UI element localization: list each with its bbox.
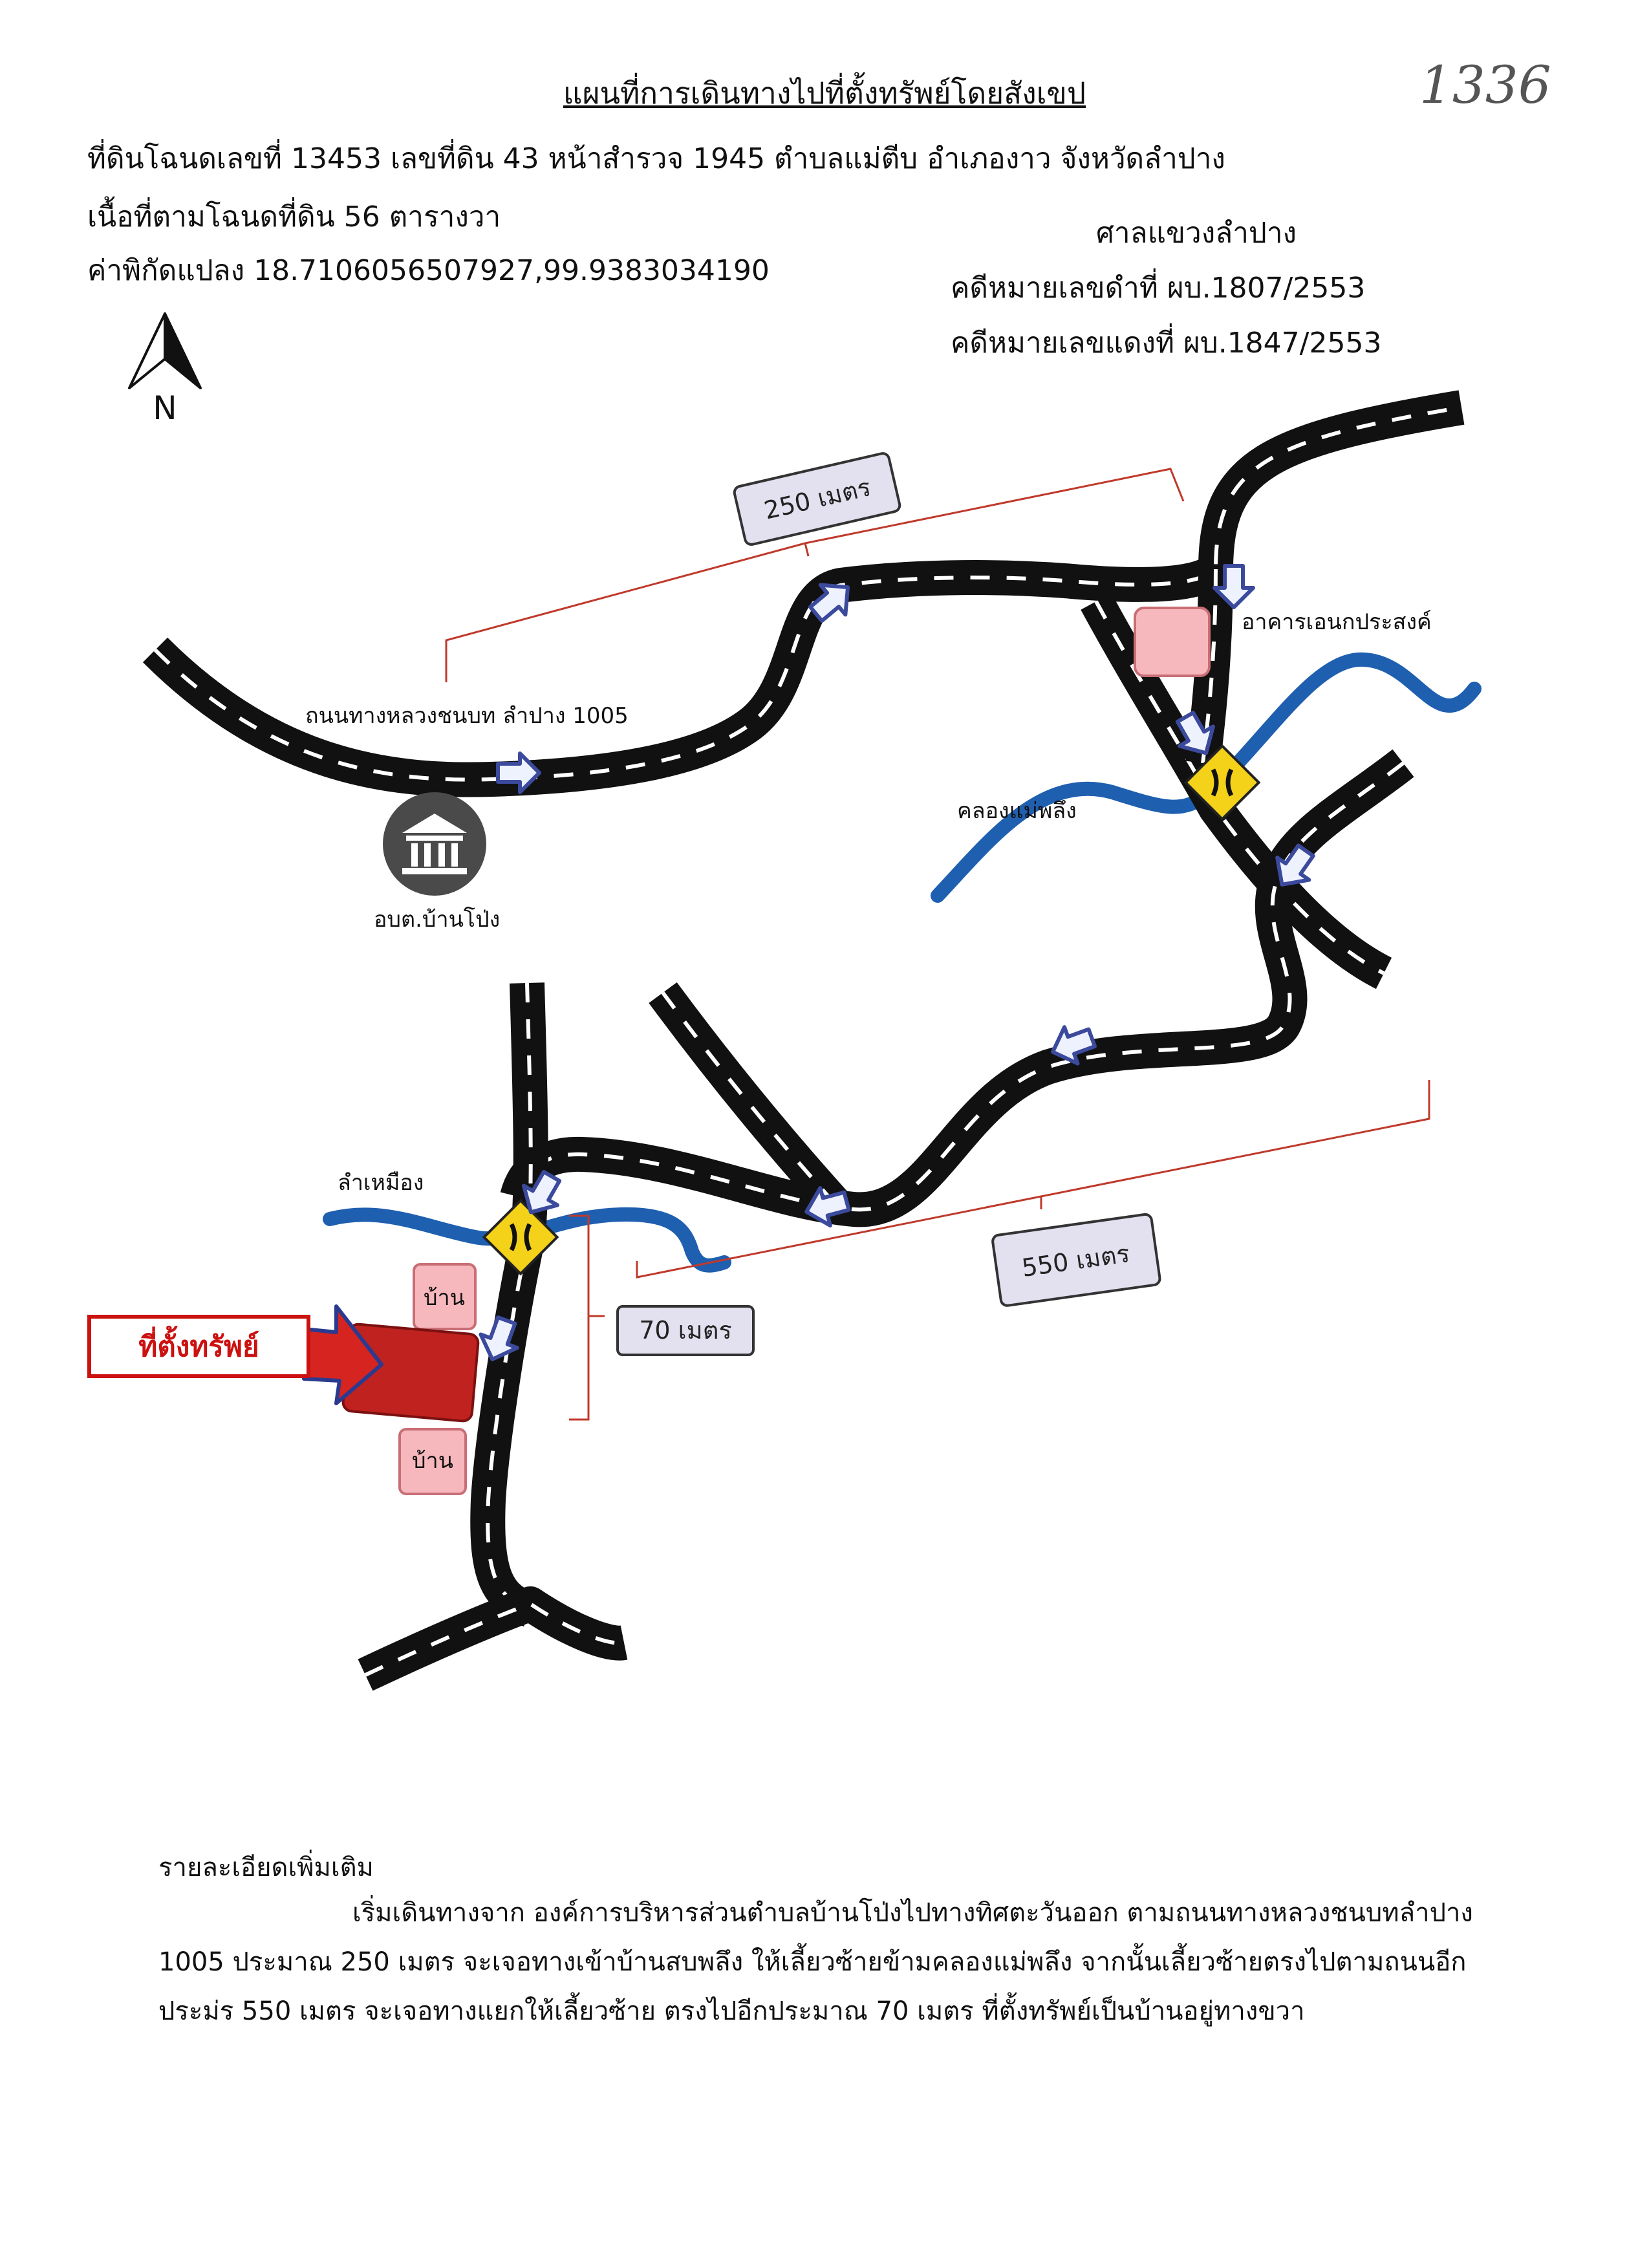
stream-lam-mueang xyxy=(323,1207,731,1273)
target-pointer-arrow xyxy=(302,1304,383,1405)
office-label: อบต.บ้านโป่ง xyxy=(374,907,500,933)
svg-text:บ้าน: บ้าน xyxy=(412,1448,453,1474)
bridge-sign-icon xyxy=(482,1198,559,1276)
distance-box-70: 70 เมตร xyxy=(616,1305,755,1356)
details-heading: รายละเอียดเพิ่มเติม xyxy=(158,1853,374,1883)
government-building-icon xyxy=(383,792,486,896)
north-label: N xyxy=(153,389,177,427)
building-label: อาคารเอนกประสงค์ xyxy=(1242,609,1432,635)
house-marker-2: บ้าน xyxy=(398,1428,467,1495)
distance-box-250: 250 เมตร xyxy=(733,452,901,546)
deed-info-line: ที่ดินโฉนดเลขที่ 13453 เลขที่ดิน 43 หน้า… xyxy=(87,142,1225,175)
distance-box-550: 550 เมตร xyxy=(991,1213,1161,1307)
stream-label: ลำเหมือง xyxy=(338,1170,424,1196)
details-body: เริ่มเดินทางจาก องค์การบริหารส่วนตำบลบ้า… xyxy=(158,1898,1473,2026)
canal-label: คลองแม่พลึง xyxy=(957,798,1077,824)
svg-text:บ้าน: บ้าน xyxy=(424,1285,465,1311)
target-property-label: ที่ตั้งทรัพย์ xyxy=(87,1315,310,1378)
black-case-number: คดีหมายเลขดำที่ ผบ.1807/2553 xyxy=(951,272,1366,305)
road-main-label: ถนนทางหลวงชนบท ลำปาง 1005 xyxy=(305,703,629,729)
svg-text:70 เมตร: 70 เมตร xyxy=(639,1316,732,1345)
north-arrow-icon xyxy=(128,312,202,389)
page-title: แผนที่การเดินทางไปที่ตั้งทรัพย์โดยสังเขป xyxy=(563,76,1086,111)
house-marker-1: บ้าน xyxy=(413,1263,477,1330)
red-case-number: คดีหมายเลขแดงที่ ผบ.1847/2553 xyxy=(951,327,1382,360)
distance-brackets xyxy=(445,468,1430,1421)
court-name: ศาลแขวงลำปาง xyxy=(1096,217,1297,250)
area-info-line: เนื้อที่ตามโฉนดที่ดิน 56 ตารางวา xyxy=(87,200,501,233)
page-number: 1336 xyxy=(1419,55,1551,115)
multipurpose-building-marker xyxy=(1134,607,1211,677)
roads xyxy=(142,390,1465,1691)
bridge-sign-icon xyxy=(1183,744,1261,821)
coordinates-line: ค่าพิกัดแปลง 18.7106056507927,99.9383034… xyxy=(87,254,770,287)
